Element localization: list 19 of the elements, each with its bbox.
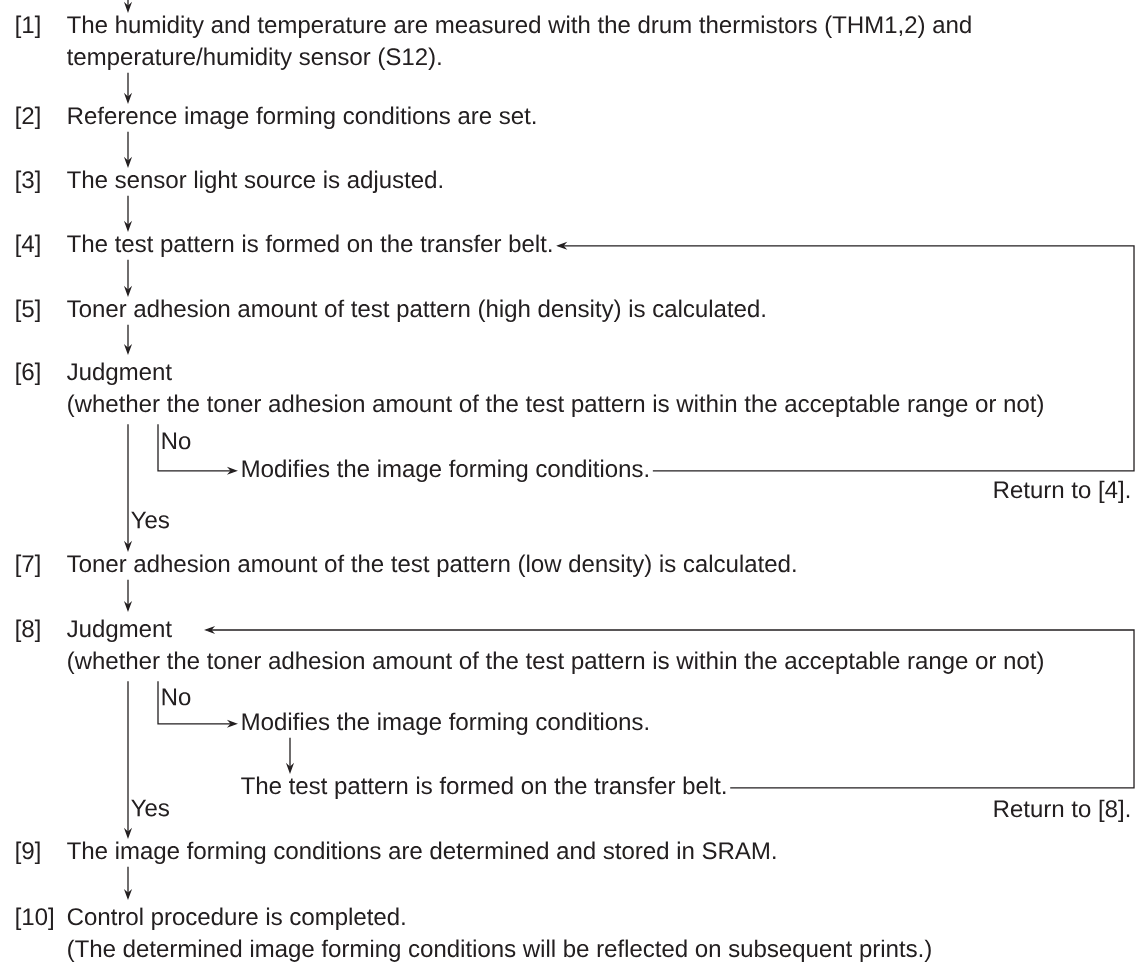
branch-text: Modifies the image forming conditions. <box>242 712 648 735</box>
edge-label: Return to [8]. <box>994 799 1130 823</box>
step-text: [10] Control procedure is completed. (The determined image forming conditions will be reflected on subsequent prints.) <box>16 907 931 962</box>
step-text: [1] The humidity and temperature are measured with the drum thermistors (THM1,2) and temperature/humidity sensor (S12). <box>16 15 971 70</box>
step-text: [5] Toner adhesion amount of test pattern (high density) is calculated. <box>16 299 765 322</box>
step-text: [8] Judgment (whether the toner adhesion amount of the test pattern is within the acceptable range or not) <box>16 619 1043 674</box>
step-text: [2] Reference image forming conditions are set. <box>16 106 536 129</box>
edge-label: No <box>162 688 191 706</box>
step-text: [9] The image forming conditions are determined and stored in SRAM. <box>16 841 776 864</box>
edge-label: Yes <box>131 511 169 529</box>
edge-label: Return to [4]. <box>994 480 1130 504</box>
branch-text: The test pattern is formed on the transfer belt. <box>241 776 726 799</box>
branch-text: Modifies the image forming conditions. <box>242 459 648 482</box>
step-text: [3] The sensor light source is adjusted. <box>16 170 442 193</box>
step-text: [7] Toner adhesion amount of the test pattern (low density) is calculated. <box>16 554 796 577</box>
edge-label: No <box>162 432 191 450</box>
edge-label: Yes <box>131 799 169 817</box>
step-text: [4] The test pattern is formed on the transfer belt. <box>16 234 552 257</box>
step-text: [6] Judgment (whether the toner adhesion amount of the test pattern is within the acceptable range or not) <box>16 362 1043 417</box>
